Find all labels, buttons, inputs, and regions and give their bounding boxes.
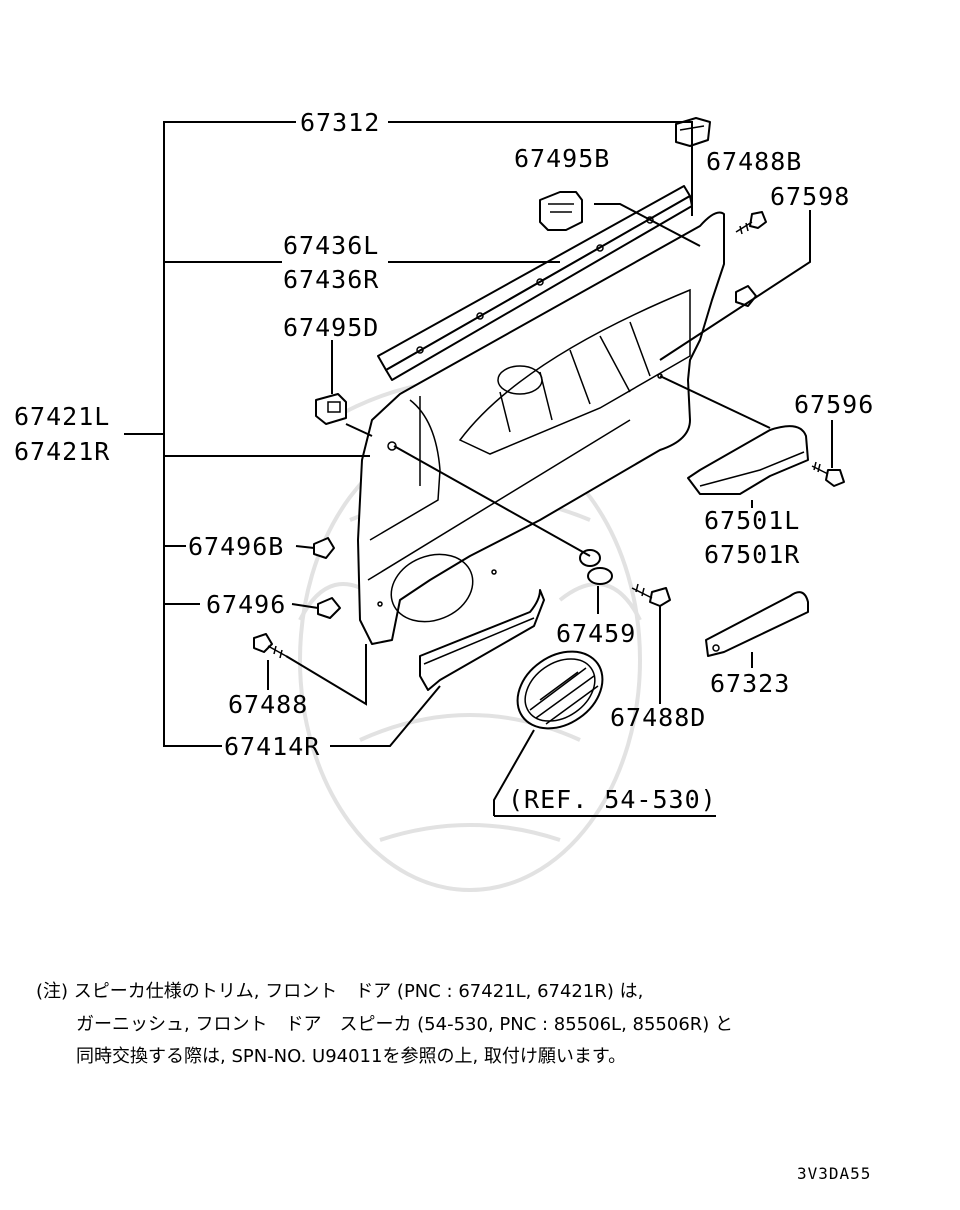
label-67414r: 67414R	[224, 732, 320, 761]
label-67596: 67596	[794, 390, 874, 419]
label-67598: 67598	[770, 182, 850, 211]
handle-67501	[687, 425, 809, 495]
label-67488d: 67488D	[610, 703, 706, 732]
speaker-grille	[516, 650, 604, 730]
label-67323: 67323	[710, 669, 790, 698]
label-67496b: 67496B	[188, 532, 284, 561]
pocket-67414r	[419, 589, 545, 691]
label-67501l: 67501L	[704, 506, 800, 535]
clip-67495b	[539, 191, 583, 231]
label-67495b: 67495B	[514, 144, 610, 173]
clip-67495d	[315, 393, 347, 425]
diagram-code: 3V3DA55	[797, 1164, 872, 1183]
screw-67596	[811, 461, 845, 487]
leader-lines	[124, 121, 833, 817]
weatherstrip-67436	[377, 185, 693, 381]
grommet-67459	[579, 549, 613, 585]
bracket-67323	[705, 591, 809, 657]
screw-67488	[253, 633, 287, 659]
label-ref-54-530: (REF. 54-530)	[508, 785, 717, 814]
screw-67488d	[631, 583, 671, 607]
label-67421l: 67421L	[14, 402, 110, 431]
label-67501r: 67501R	[704, 540, 800, 569]
label-67496: 67496	[206, 590, 286, 619]
screw-67598	[735, 211, 767, 235]
note-line-1: (注) スピーカ仕様のトリム, フロント ドア (PNC : 67421L, 6…	[36, 981, 644, 1002]
label-67436r: 67436R	[283, 265, 379, 294]
clip-67496	[317, 597, 341, 619]
door-trim-panel-67421	[357, 211, 725, 645]
label-67312: 67312	[300, 108, 380, 137]
label-67421r: 67421R	[14, 437, 110, 466]
note-line-3: 同時交換する際は, SPN-NO. U94011を参照の上, 取付け願います。	[76, 1046, 627, 1067]
part-labels: 67312 67495B 67488B 67598 67436L 67436R …	[14, 108, 874, 814]
note-line-2: ガーニッシュ, フロント ドア スピーカ (54-530, PNC : 8550…	[76, 1014, 734, 1035]
label-67436l: 67436L	[283, 231, 379, 260]
clip-67496b	[313, 537, 335, 559]
label-67459: 67459	[556, 619, 636, 648]
label-67488b: 67488B	[706, 147, 802, 176]
label-67488: 67488	[228, 690, 308, 719]
label-67495d: 67495D	[283, 313, 379, 342]
